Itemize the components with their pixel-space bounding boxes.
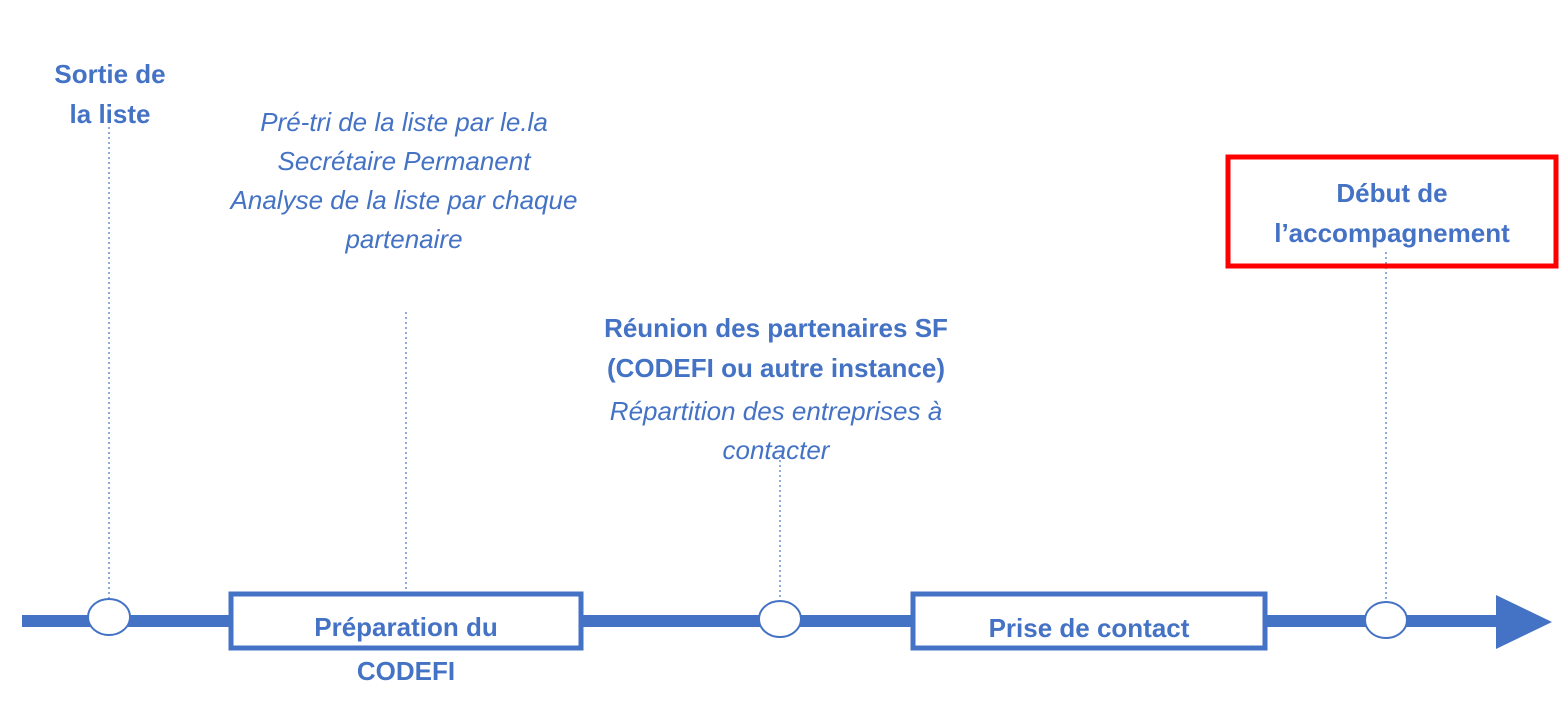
preparation-box-line-1: Préparation du <box>314 612 498 642</box>
phase-box-contact <box>910 591 1268 651</box>
milestone-marker-sortie <box>87 598 131 636</box>
milestone-marker-debut <box>1364 601 1408 639</box>
phase-label-preparation: Préparation du CODEFI <box>231 605 581 693</box>
highlight-frame-debut <box>1225 154 1559 269</box>
phase-label-contact: Prise de contact <box>913 608 1265 648</box>
milestone-marker-reunion <box>758 600 802 638</box>
preparation-note-line-3: Analyse de la liste par chaque <box>230 185 578 215</box>
milestone-label-reunion: Réunion des partenaires SF (CODEFI ou au… <box>526 308 1026 388</box>
milestone-label-debut: Début de l’accompagnement <box>1228 173 1556 253</box>
contact-box-line-1: Prise de contact <box>988 613 1190 643</box>
preparation-box-line-2: CODEFI <box>356 656 456 686</box>
reunion-title-line-2: (CODEFI ou autre instance) <box>606 353 946 383</box>
reunion-sub-line-1: Répartition des entreprises à <box>609 396 943 426</box>
reunion-sub-line-2: contacter <box>722 435 830 465</box>
reunion-subtitle: Répartition des entreprises à contacter <box>526 392 1026 470</box>
milestone-label-sortie: Sortie de la liste <box>30 54 190 134</box>
sortie-line-2: la liste <box>69 99 151 129</box>
timeline-arrowhead <box>1496 595 1552 649</box>
phase-box-preparation <box>228 591 584 651</box>
preparation-note-line-4: partenaire <box>345 224 463 254</box>
preparation-note-line-2: Secrétaire Permanent <box>277 146 531 176</box>
debut-line-1: Début de <box>1336 178 1448 208</box>
preparation-note-line-1: Pré-tri de la liste par le.la <box>260 107 548 137</box>
sortie-line-1: Sortie de <box>54 59 166 89</box>
preparation-note: Pré-tri de la liste par le.la Secrétaire… <box>154 103 654 259</box>
debut-line-2: l’accompagnement <box>1274 218 1510 248</box>
reunion-title-line-1: Réunion des partenaires SF <box>604 313 948 343</box>
